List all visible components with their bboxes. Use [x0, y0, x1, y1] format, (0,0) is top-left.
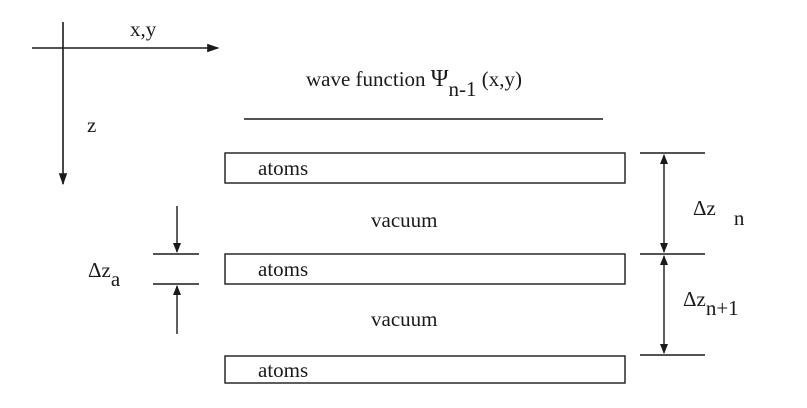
slice-n-subscript: n: [734, 206, 745, 230]
vacuum-layer-2-label: vacuum: [371, 307, 437, 331]
psi-symbol: Ψ: [431, 66, 449, 92]
z-axis-label: z: [87, 113, 96, 137]
atom-layer-2-label: atoms: [258, 257, 308, 281]
atom-layer-1-label: atoms: [258, 156, 308, 180]
slab-thickness-subscript: a: [111, 267, 121, 291]
atom-layer-3-label: atoms: [258, 358, 308, 382]
wave-function: wave function Ψn-1 (x,y): [244, 66, 603, 120]
coordinate-axes: x,y z: [32, 17, 220, 186]
slab-thickness-dimension: Δza: [88, 206, 199, 334]
wave-function-label: wave function Ψn-1 (x,y): [306, 66, 522, 101]
layer-stack: atoms vacuum atoms vacuum atoms: [224, 152, 626, 384]
psi-subscript: n-1: [449, 77, 477, 101]
atom-layer-2: [224, 253, 626, 285]
x-axis-label: x,y: [130, 17, 157, 41]
atom-layer-3: [224, 355, 626, 384]
atom-layer-1: [224, 152, 626, 184]
slice-n-plus-1-label: Δzn+1: [683, 287, 739, 320]
vacuum-layer-1-label: vacuum: [371, 208, 437, 232]
slice-n-plus-1-subscript: n+1: [706, 296, 739, 320]
slab-thickness-label: Δza: [88, 258, 121, 291]
